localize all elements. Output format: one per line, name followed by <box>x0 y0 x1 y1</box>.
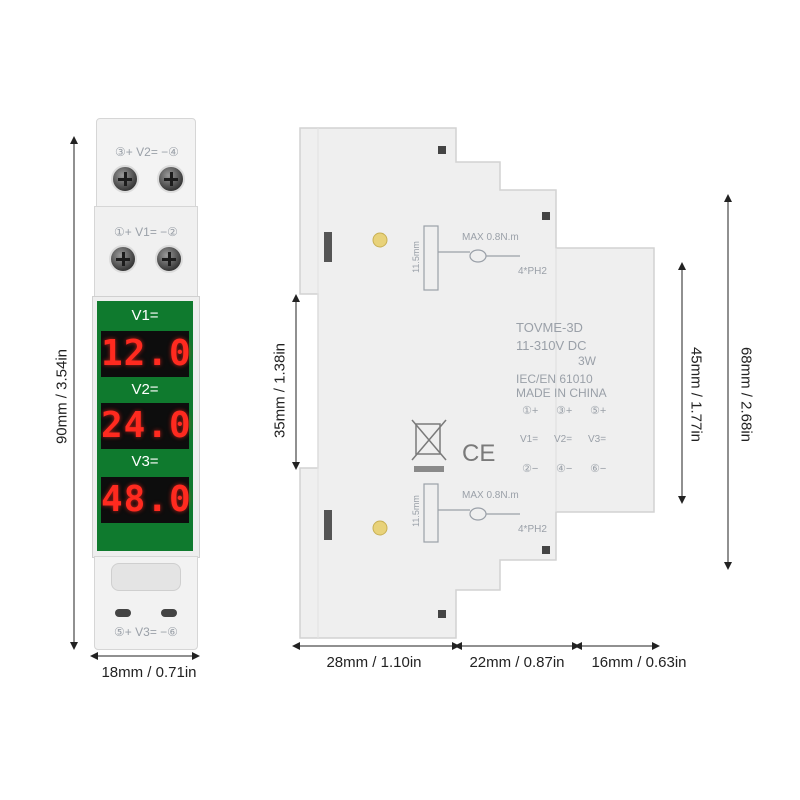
channel-1-value: 12.0 <box>101 333 192 374</box>
front-top-terminal-label: ③+ V2= −④ <box>115 145 179 159</box>
term-bottom-2: ④− <box>556 463 573 475</box>
channel-1-window: 12.0 <box>101 331 192 377</box>
ce-mark: CE <box>462 440 496 467</box>
strip-top: 11.5mm <box>411 241 421 273</box>
bottom-screw-slot <box>161 609 177 617</box>
side-housing <box>299 127 655 639</box>
channel-1-label: V1= <box>131 307 159 324</box>
front-width-label: 18mm / 0.71in <box>101 664 197 681</box>
power-text: 3W <box>578 354 596 368</box>
model-text: TOVME-3D <box>516 320 583 335</box>
term-top-3: ⑤+ <box>590 405 607 417</box>
front-top-terminal-block: ③+ V2= −④ <box>96 118 196 208</box>
display-panel: V1= 12.0 V2= 24.0 V3= 48.0 <box>92 296 200 558</box>
screw-icon <box>155 245 183 273</box>
depth-a-label: 28mm / 1.10in <box>326 654 422 671</box>
channel-3-window: 48.0 <box>101 477 192 523</box>
height-mid-label: 45mm / 1.77in <box>687 346 705 443</box>
term-bottom-1: ②− <box>522 463 539 475</box>
term-bottom-3: ⑥− <box>590 463 607 475</box>
front-bottom-terminal-label: ⑤+ V3= −⑥ <box>114 625 178 639</box>
voltage-text: 11-310V DC <box>516 338 587 353</box>
strip-bottom: 11.5mm <box>411 495 421 527</box>
term-label-3: V3= <box>588 434 607 445</box>
channel-3-value: 48.0 <box>101 479 192 520</box>
origin-text: MADE IN CHINA <box>516 386 607 400</box>
front-mid-terminal-label: ①+ V1= −② <box>114 225 178 239</box>
term-label-2: V2= <box>554 434 573 445</box>
channel-2-window: 24.0 <box>101 403 192 449</box>
term-top-1: ①+ <box>522 405 539 417</box>
term-label-1: V1= <box>520 434 539 445</box>
depth-b-label: 22mm / 0.87in <box>469 654 565 671</box>
depth-c-label: 16mm / 0.63in <box>591 654 687 671</box>
standard-text: IEC/EN 61010 <box>516 372 593 386</box>
channel-3-label: V3= <box>131 453 159 470</box>
rail-height-label: 35mm / 1.38in <box>271 342 289 439</box>
height-side-label: 68mm / 2.68in <box>737 346 755 443</box>
driver-top: 4*PH2 <box>518 266 547 277</box>
front-view: ③+ V2= −④ ①+ V1= −② V1= 12.0 V2= 24.0 V3… <box>92 118 200 650</box>
weee-bin-icon <box>411 419 447 461</box>
screw-icon <box>111 165 139 193</box>
torque-top: MAX 0.8N.m <box>462 232 519 243</box>
front-height-label: 90mm / 3.54in <box>53 348 71 445</box>
display-green-face: V1= 12.0 V2= 24.0 V3= 48.0 <box>97 301 193 551</box>
screw-icon <box>109 245 137 273</box>
torque-bottom: MAX 0.8N.m <box>462 490 519 501</box>
channel-2-label: V2= <box>131 381 159 398</box>
front-mid-terminal-block: ①+ V1= −② <box>94 206 198 298</box>
screw-icon <box>157 165 185 193</box>
channel-2-value: 24.0 <box>101 405 192 446</box>
bottom-screw-slot <box>115 609 131 617</box>
din-clip <box>111 563 181 591</box>
front-lower-housing: ⑤+ V3= −⑥ <box>94 556 198 650</box>
term-top-2: ③+ <box>556 405 573 417</box>
driver-bottom: 4*PH2 <box>518 524 547 535</box>
